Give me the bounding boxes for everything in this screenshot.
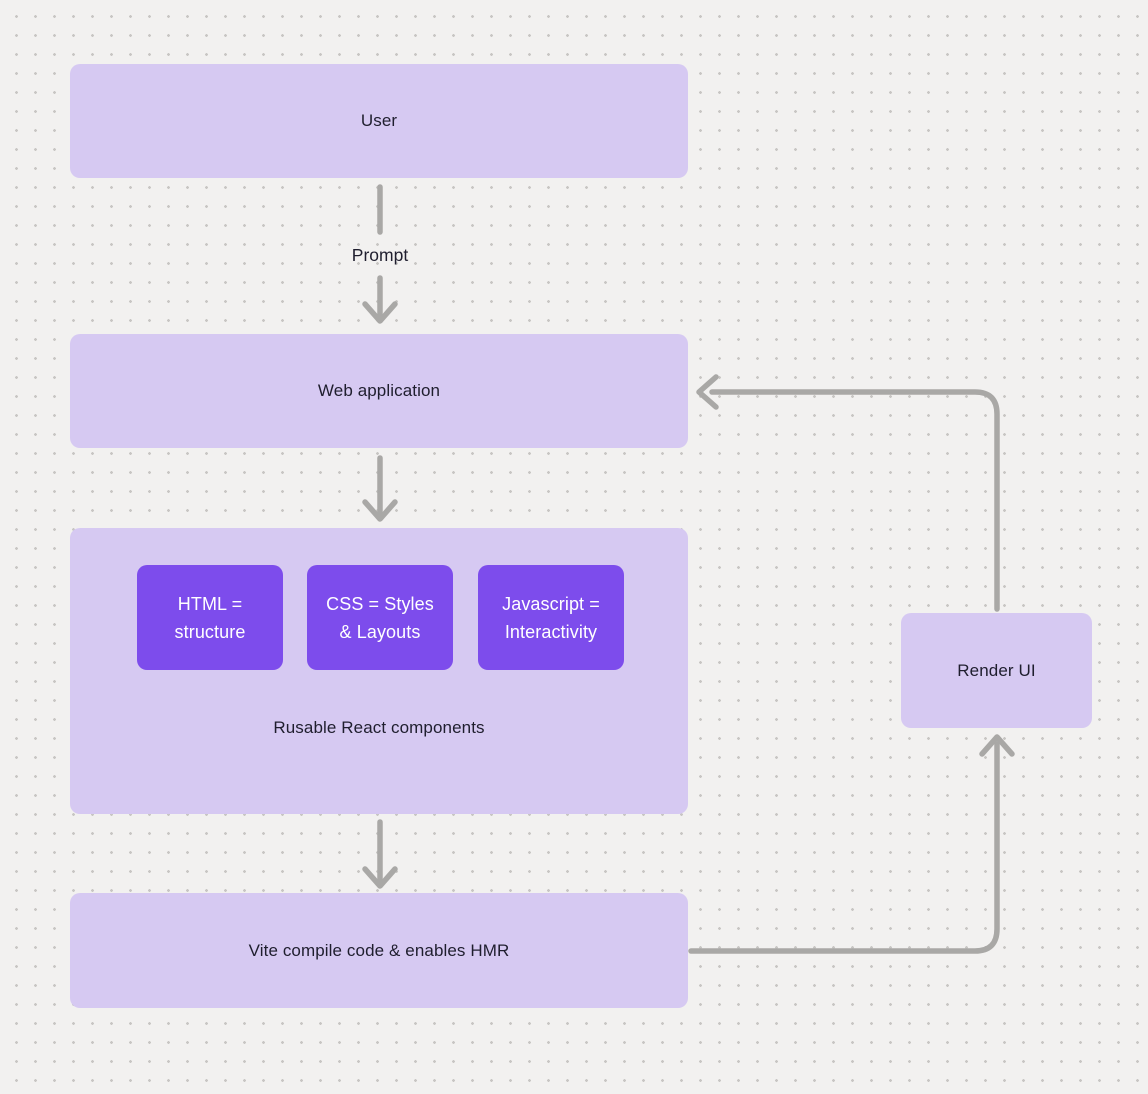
arrow-web-to-group	[362, 455, 398, 522]
components-group-caption: Rusable React components	[273, 718, 485, 737]
node-vite[interactable]: Vite compile code & enables HMR	[70, 893, 688, 1008]
arrow-group-to-vite	[362, 819, 398, 889]
node-vite-label: Vite compile code & enables HMR	[248, 940, 510, 960]
node-components-group[interactable]: HTML = structure CSS = Styles & Layouts …	[70, 528, 688, 814]
arrow-user-to-web	[362, 184, 398, 324]
node-javascript-label: Javascript = Interactivity	[502, 593, 600, 642]
node-html[interactable]: HTML = structure	[137, 565, 283, 670]
node-css[interactable]: CSS = Styles & Layouts	[307, 565, 453, 670]
edge-label-prompt: Prompt	[351, 245, 409, 265]
arrow-render-to-web	[696, 374, 1000, 612]
node-render-ui-label: Render UI	[957, 660, 1036, 680]
node-user[interactable]: User	[70, 64, 688, 178]
node-html-label: HTML = structure	[174, 593, 246, 642]
arrow-vite-to-render	[688, 734, 1015, 954]
node-user-label: User	[360, 111, 398, 130]
node-render-ui[interactable]: Render UI	[901, 613, 1092, 728]
node-css-label: CSS = Styles & Layouts	[326, 593, 434, 642]
node-web-application[interactable]: Web application	[70, 334, 688, 448]
node-javascript[interactable]: Javascript = Interactivity	[478, 565, 624, 670]
node-web-application-label: Web application	[317, 381, 441, 400]
